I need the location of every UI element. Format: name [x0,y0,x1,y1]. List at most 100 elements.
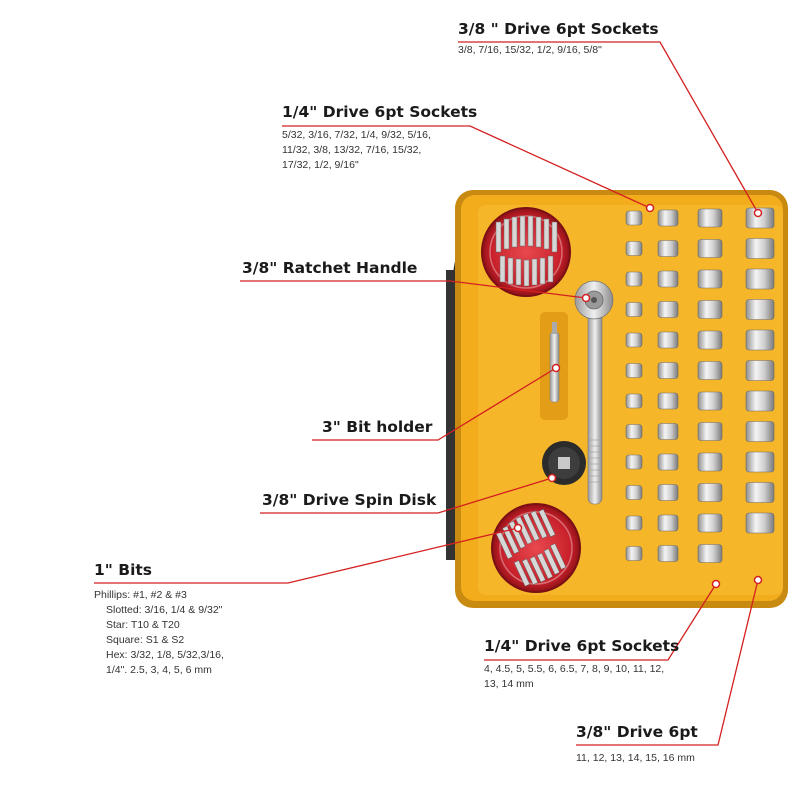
socket [625,210,643,226]
socket [657,240,679,257]
socket [657,301,679,318]
socket [745,482,775,503]
socket [657,270,679,288]
leader-38-metric [576,579,759,746]
leader-38-sockets [458,41,759,214]
callout-title: 3/8" Ratchet Handle [242,259,418,277]
leader-bit-holder [312,367,557,441]
callout-title: 1" Bits [94,561,153,579]
callout-14-drive-6pt-sockets-sae: 1/4" Drive 6pt Sockets 5/32, 3/16, 7/32,… [282,103,477,173]
socket [697,239,723,258]
ratchet-handle [574,280,614,505]
socket [657,331,679,349]
callout-bit-list: Phillips: #1, #2 & #3 Slotted: 3/16, 1/4… [94,588,224,678]
socket [625,485,643,500]
leader-spin-disk [260,477,553,514]
bit-line: 1/4". 2.5, 3, 4, 5, 6 mm [106,664,212,676]
bit-holder [549,322,560,403]
socket [625,515,643,531]
socket [625,271,643,287]
leader-dot [753,575,763,585]
callout-38-drive-6pt-metric: 3/8" Drive 6pt 11, 12, 13, 14, 15, 16 mm [576,723,698,766]
callout-14-drive-6pt-sockets-metric: 1/4" Drive 6pt Sockets 4, 4.5, 5, 5.5, 6… [484,637,679,692]
socket [697,300,723,319]
leader-14-sockets-metric [484,583,717,661]
bit-line: Hex: 3/32, 1/8, 5/32,3/16, [106,649,224,661]
bit-disk-bottom [491,503,581,593]
socket [697,422,723,441]
socket [625,332,643,348]
callout-title: 3/8" Drive 6pt [576,723,698,741]
socket [745,512,775,534]
socket [657,453,679,471]
bit-line: Star: T10 & T20 [106,619,180,631]
leader-lines [94,41,763,746]
socket [745,268,775,290]
socket [745,207,775,229]
leader-dot [551,363,561,373]
callout-bit-holder: 3" Bit holder [322,418,432,436]
socket [745,329,775,351]
socket [745,360,775,381]
callout-sizes: 5/32, 3/16, 7/32, 1/4, 9/32, 5/16, 11/32… [282,128,477,173]
socket-grid [625,207,775,563]
leader-dot [711,579,721,589]
leader-dot [753,208,763,218]
socket [697,452,723,472]
socket [625,454,643,470]
socket [697,269,723,289]
callout-title: 1/4" Drive 6pt Sockets [484,637,680,655]
socket [657,392,679,410]
callout-sizes: 3/8, 7/16, 15/32, 1/2, 9/16, 5/8" [458,44,602,56]
socket [745,238,775,259]
callout-sizes: 4, 4.5, 5, 5.5, 6, 6.5, 7, 8, 9, 10, 11,… [484,662,679,692]
size-line: 11/32, 3/8, 13/32, 7/16, 15/32, [282,144,422,156]
leader-14-sockets-sae [282,125,651,209]
socket [657,362,679,379]
size-line: 17/32, 1/2, 9/16" [282,159,359,171]
bit-disk-top [481,207,571,297]
socket [657,209,679,227]
socket [697,513,723,533]
bit-line: Square: S1 & S2 [106,634,185,646]
callout-title: 1/4" Drive 6pt Sockets [282,103,478,121]
leader-ratchet [240,280,587,299]
size-line: 13, 14 mm [484,678,534,690]
socket [657,484,679,501]
socket [625,363,643,378]
socket [697,391,723,411]
callout-title: 3" Bit holder [322,418,433,436]
callout-spin-disk: 3/8" Drive Spin Disk [262,491,436,509]
socket [697,544,723,563]
size-line: 4, 4.5, 5, 5.5, 6, 6.5, 7, 8, 9, 10, 11,… [484,663,665,675]
socket [697,361,723,380]
callout-1in-bits: 1" Bits Phillips: #1, #2 & #3 Slotted: 3… [94,561,224,678]
socket [745,390,775,412]
socket [745,299,775,320]
callout-sizes: 11, 12, 13, 14, 15, 16 mm [576,752,695,764]
socket [625,302,643,317]
leader-dot [513,523,523,533]
callout-ratchet-handle: 3/8" Ratchet Handle [242,259,417,277]
leader-dot [645,203,655,213]
socket [745,421,775,442]
socket [697,330,723,350]
socket [625,424,643,439]
size-line: 5/32, 3/16, 7/32, 1/4, 9/32, 5/16, [282,129,431,141]
leader-dot [581,293,591,303]
callout-title: 3/8" Drive Spin Disk [262,491,437,509]
leader-bits [94,527,519,584]
socket [745,451,775,473]
socket [625,393,643,409]
socket [697,483,723,502]
socket [625,241,643,256]
socket [697,208,723,228]
callout-38-drive-6pt-sockets: 3/8 " Drive 6pt Sockets 3/8, 7/16, 15/32… [458,20,659,58]
socket [657,545,679,562]
bit-line: Phillips: #1, #2 & #3 [94,589,187,601]
bit-line: Slotted: 3/16, 1/4 & 9/32" [106,604,223,616]
socket [657,514,679,532]
callout-title: 3/8 " Drive 6pt Sockets [458,20,659,38]
socket [657,423,679,440]
